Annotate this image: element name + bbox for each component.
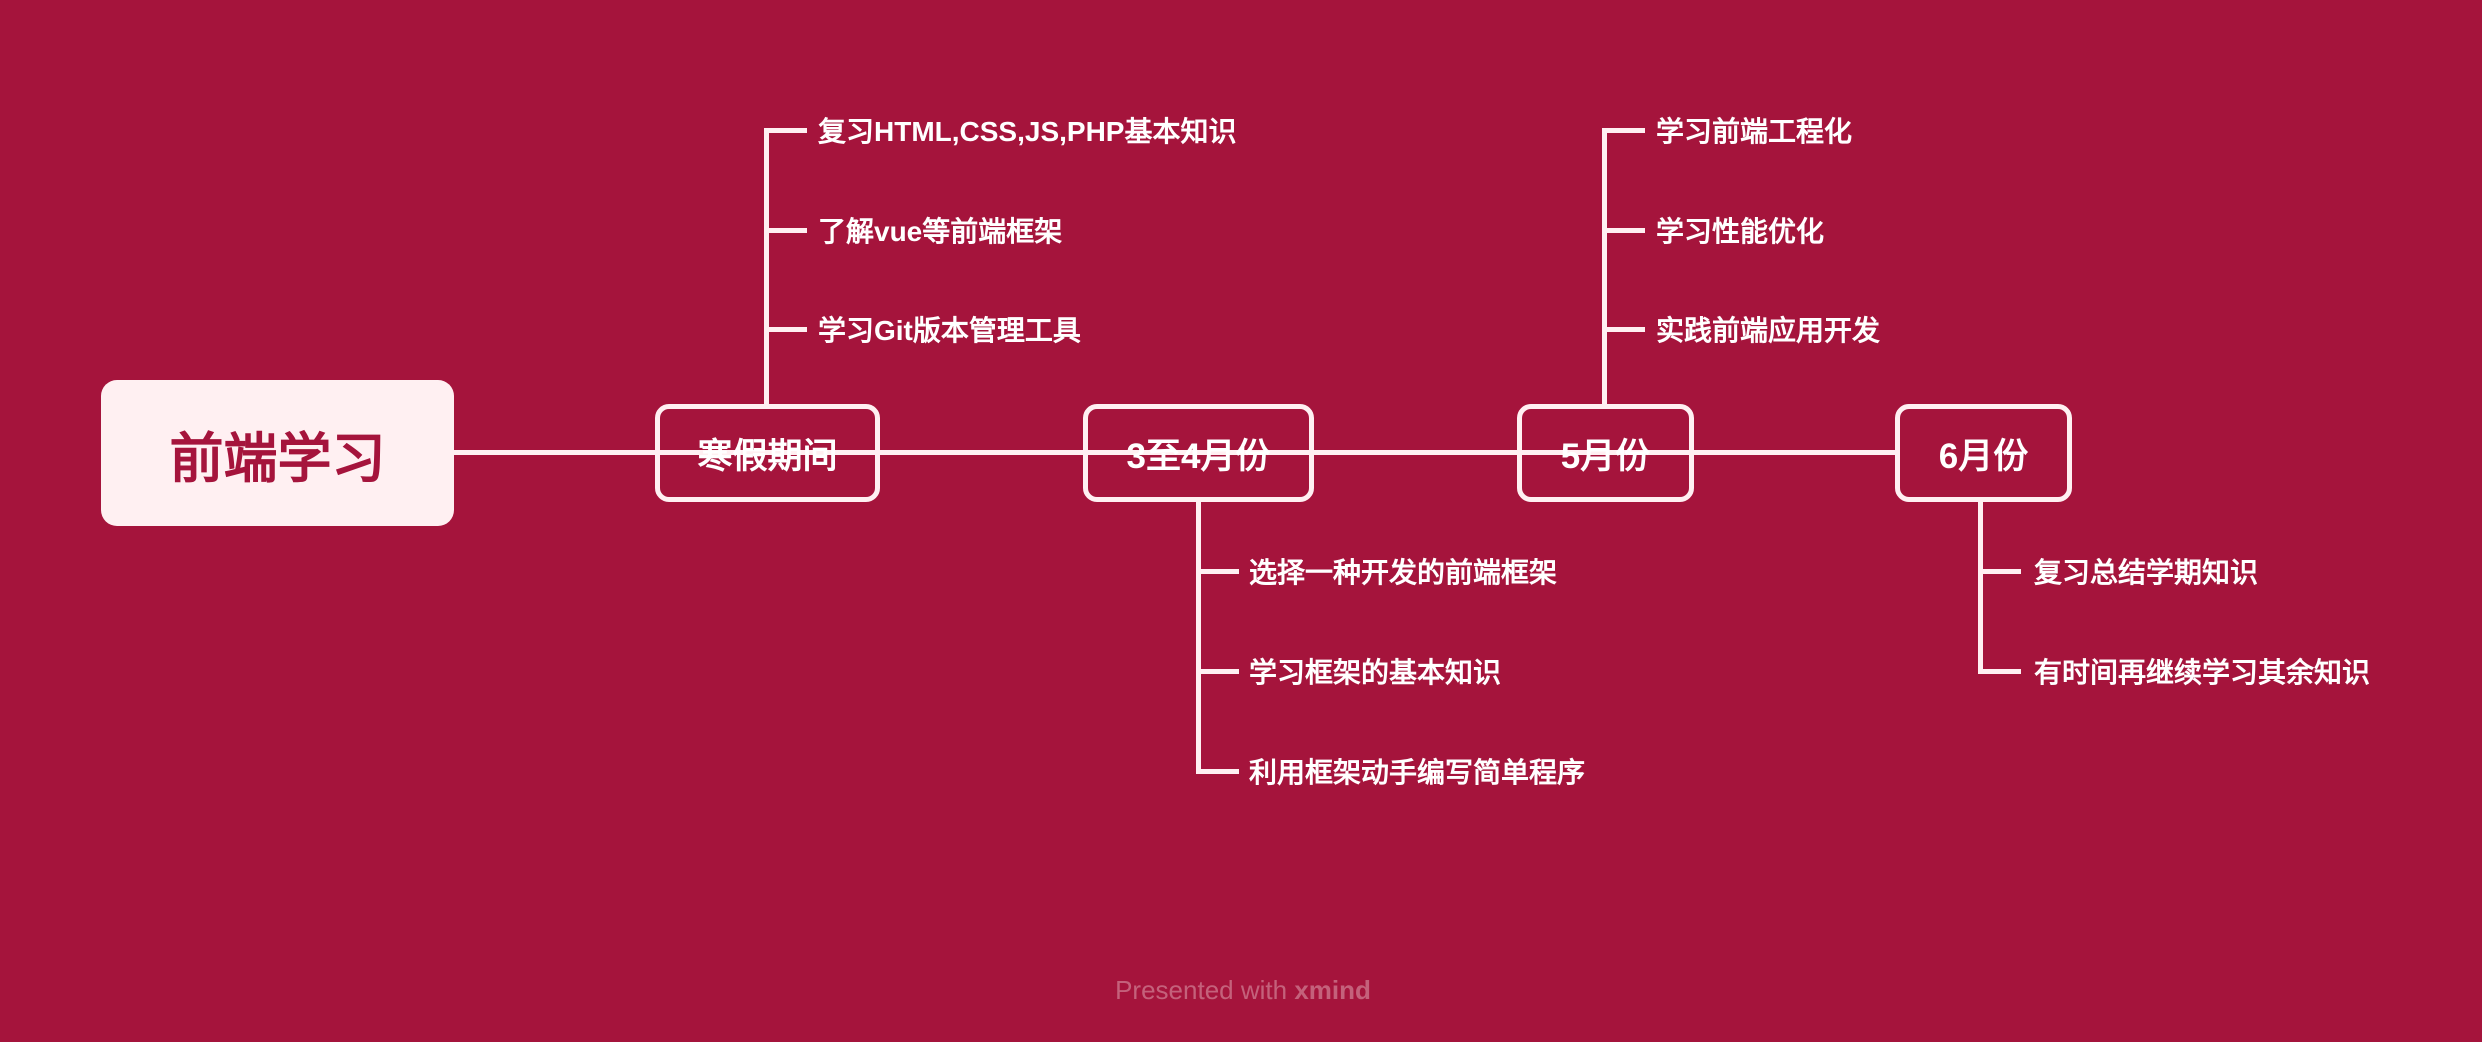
branch-tick <box>764 327 807 332</box>
branch-tick <box>1602 128 1645 133</box>
branch-connector <box>764 128 769 404</box>
subtopic[interactable]: 复习总结学期知识 <box>2034 557 2259 588</box>
topic-winter-break[interactable]: 寒假期间 <box>655 404 880 502</box>
root-topic-label: 前端学习 <box>169 428 386 489</box>
topic-label: 寒假期间 <box>697 436 838 476</box>
branch-tick <box>1602 228 1645 233</box>
subtopic[interactable]: 复习HTML,CSS,JS,PHP基本知识 <box>818 116 1237 147</box>
footer-prefix: Presented with <box>1115 975 1288 1005</box>
branch-tick <box>1196 569 1239 574</box>
topic-label: 3至4月份 <box>1126 436 1271 476</box>
footer-brand: xmind <box>1294 975 1371 1005</box>
topic-label: 5月份 <box>1560 436 1651 476</box>
branch-tick <box>1978 669 2021 674</box>
branch-tick <box>764 128 807 133</box>
subtopic[interactable]: 有时间再继续学习其余知识 <box>2034 657 2371 688</box>
topic-label: 6月份 <box>1938 436 2029 476</box>
subtopic[interactable]: 选择一种开发的前端框架 <box>1249 557 1558 588</box>
subtopic[interactable]: 利用框架动手编写简单程序 <box>1249 757 1586 788</box>
footer-watermark: Presented with xmind <box>0 975 2482 1006</box>
topic-june[interactable]: 6月份 <box>1895 404 2072 502</box>
branch-tick <box>764 228 807 233</box>
branch-tick <box>1978 569 2021 574</box>
topic-march-april[interactable]: 3至4月份 <box>1083 404 1314 502</box>
subtopic[interactable]: 学习前端工程化 <box>1656 116 1853 147</box>
branch-tick <box>1602 327 1645 332</box>
root-topic[interactable]: 前端学习 <box>101 380 454 526</box>
branch-tick <box>1196 769 1239 774</box>
subtopic[interactable]: 学习框架的基本知识 <box>1249 657 1502 688</box>
topic-may[interactable]: 5月份 <box>1517 404 1694 502</box>
branch-connector <box>1196 502 1201 774</box>
branch-connector <box>1978 502 1983 674</box>
subtopic[interactable]: 学习Git版本管理工具 <box>818 315 1081 346</box>
subtopic[interactable]: 学习性能优化 <box>1656 216 1825 247</box>
branch-connector <box>1602 128 1607 404</box>
main-connector <box>454 450 1895 455</box>
branch-tick <box>1196 669 1239 674</box>
subtopic[interactable]: 了解vue等前端框架 <box>818 216 1063 247</box>
subtopic[interactable]: 实践前端应用开发 <box>1656 315 1881 346</box>
